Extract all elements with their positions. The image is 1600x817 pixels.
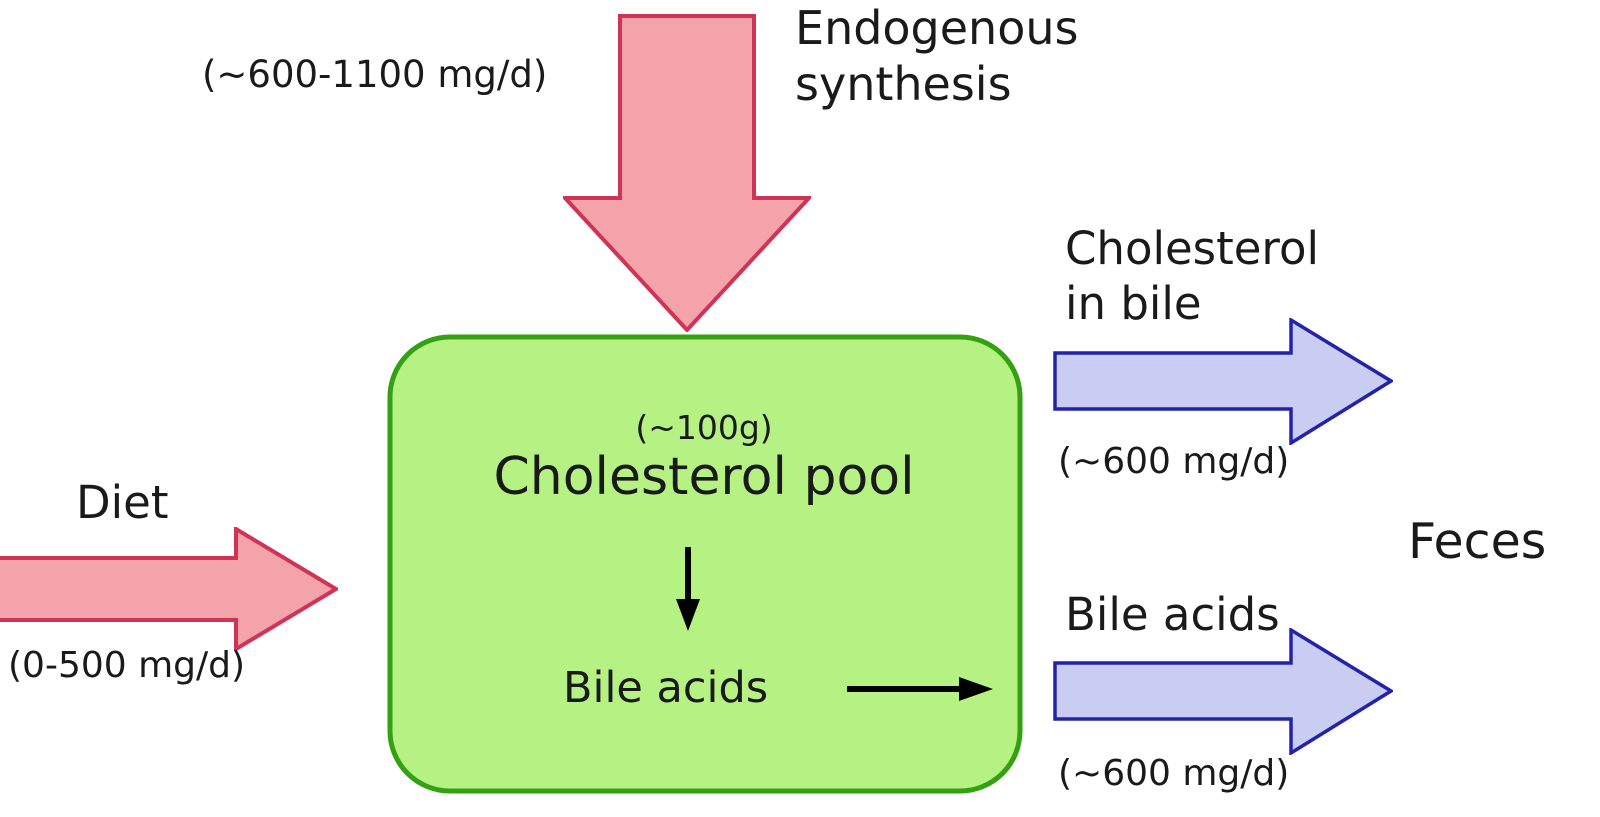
- cholesterol-in-bile-rate: (~600 mg/d): [1058, 441, 1290, 482]
- endogenous-synthesis-label: Endogenous synthesis: [795, 1, 1079, 112]
- cholesterol-pool-box: [387, 334, 1023, 794]
- endogenous-synthesis-rate: (~600-1100 mg/d): [202, 53, 548, 96]
- bile-acids-out-arrow-small: [847, 677, 993, 701]
- bile-acids-out-rate: (~600 mg/d): [1058, 753, 1290, 794]
- cholesterol-in-bile-label: Cholesterol in bile: [1065, 222, 1319, 330]
- bile-acids-out-arrow-shape: [1053, 628, 1393, 755]
- pool-bile-acids-label: Bile acids: [563, 663, 769, 713]
- diet-arrow: [0, 527, 338, 651]
- cholesterol-pool-label: Cholesterol pool: [493, 447, 915, 507]
- cholesterol-in-bile-arrow: [1053, 318, 1393, 445]
- cholesterol-pool-amount: (~100g): [635, 408, 773, 447]
- bile-acids-out-arrow: [1053, 628, 1393, 755]
- pool-to-bile-acids-arrowhead: [676, 599, 700, 631]
- diet-rate: (0-500 mg/d): [8, 645, 246, 686]
- cholesterol-in-bile-arrow-shape: [1053, 318, 1393, 445]
- bile-acids-out-label: Bile acids: [1065, 588, 1280, 641]
- endogenous-arrow-shape: [563, 14, 811, 332]
- feces-label: Feces: [1408, 513, 1547, 570]
- bile-acids-out-arrowhead: [959, 677, 993, 701]
- pool-to-bile-acids-arrow: [676, 547, 700, 631]
- endogenous-synthesis-arrow: [563, 14, 811, 332]
- cholesterol-pool-box-shape: [387, 334, 1023, 794]
- diet-label: Diet: [76, 476, 169, 529]
- diet-arrow-shape: [0, 527, 338, 651]
